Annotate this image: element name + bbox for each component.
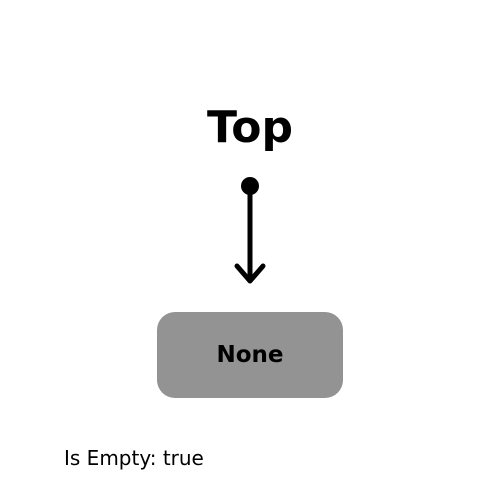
pointer-arrowhead [234,263,266,284]
is-empty-label: Is Empty: [64,446,157,470]
is-empty-value: true [162,446,204,470]
top-pointer-arrow-icon [234,177,266,284]
stack-node-label: None [216,342,284,368]
stack-node-box: None [157,312,343,398]
is-empty-status: Is Empty: true [64,445,204,471]
top-pointer-label: Top [207,102,293,153]
